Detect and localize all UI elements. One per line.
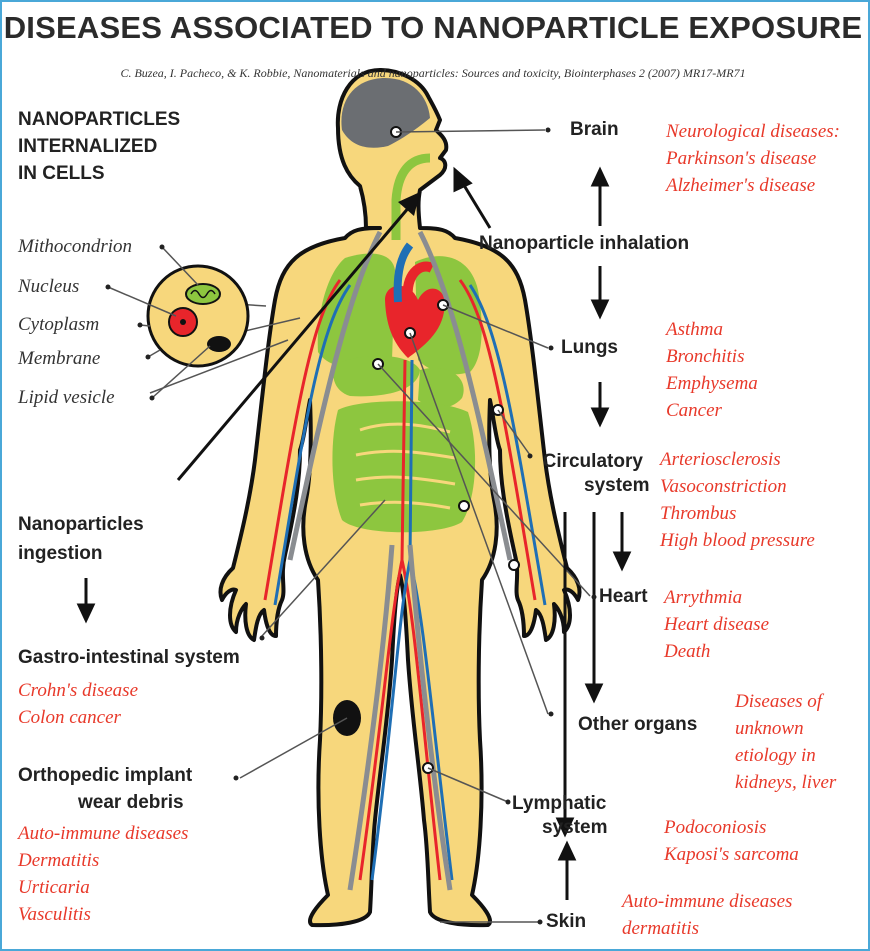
cell-label-cytoplasm: Cytoplasm [18, 314, 99, 336]
circulatory-diseases: Arteriosclerosis Vasoconstriction Thromb… [660, 446, 815, 554]
lungs-diseases: Asthma Bronchitis Emphysema Cancer [666, 316, 758, 424]
other-organ-diseases: Diseases of unknown etiology in kidneys,… [735, 688, 836, 796]
cell-label-nucleus: Nucleus [18, 276, 79, 298]
citation: C. Buzea, I. Pacheco, & K. Robbie, Nanom… [0, 66, 866, 81]
brain-diseases: Neurological diseases: Parkinson's disea… [666, 118, 840, 199]
poster-title: DISEASES ASSOCIATED TO NANOPARTICLE EXPO… [0, 10, 866, 46]
inhalation-label: Nanoparticle inhalation [479, 232, 689, 256]
organ-label-lungs: Lungs [561, 336, 618, 360]
cell-label-mitochondrion: Mithocondrion [18, 236, 132, 258]
gi-diseases: Crohn's disease Colon cancer [18, 677, 138, 731]
internalized-heading: NANOPARTICLES INTERNALIZED IN CELLS [18, 106, 180, 187]
gi-label: Gastro-intestinal system [18, 646, 240, 670]
cell-diagram [148, 266, 248, 366]
cell-label-lipid-vesicle: Lipid vesicle [18, 387, 115, 409]
heart-diseases: Arrythmia Heart disease Death [664, 584, 769, 665]
skin-diseases: Auto-immune diseases dermatitis [622, 888, 792, 942]
organ-label-brain: Brain [570, 118, 619, 142]
organ-label-lymphatic: Lymphatic system [512, 792, 608, 840]
ingestion-label: Nanoparticles ingestion [18, 510, 144, 568]
cell-label-membrane: Membrane [18, 348, 100, 370]
organ-label-heart: Heart [599, 585, 648, 609]
organ-label-circulatory: Circulatory system [536, 450, 650, 498]
implant-diseases: Auto-immune diseases Dermatitis Urticari… [18, 820, 188, 928]
implant-label: Orthopedic implant wear debris [18, 762, 192, 816]
organ-label-skin: Skin [546, 910, 586, 934]
organ-label-other: Other organs [578, 713, 697, 737]
lymphatic-diseases: Podoconiosis Kaposi's sarcoma [664, 814, 799, 868]
